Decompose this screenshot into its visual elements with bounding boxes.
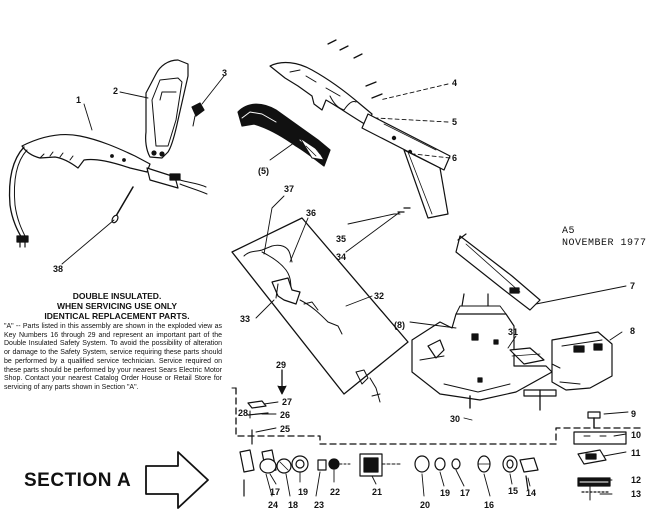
callout-37: 37 [284, 184, 295, 194]
insulation-heading: DOUBLE INSULATED. WHEN SERVICING USE ONL… [12, 291, 222, 321]
handle-assembly-drawing [8, 134, 208, 248]
upper-handle-drawing [269, 39, 541, 311]
switch-panel-drawing [231, 217, 409, 403]
section-label: SECTION A [24, 470, 132, 491]
heading-line-2: WHEN SERVICING USE ONLY [57, 301, 177, 311]
heading-line-3: IDENTICAL REPLACEMENT PARTS. [44, 311, 190, 321]
callout-14: 14 [526, 488, 537, 498]
callout-6: 6 [452, 153, 458, 163]
section-a-boundary [231, 387, 641, 445]
callout-10: 10 [631, 430, 642, 440]
callout-29: 29 [276, 360, 287, 370]
callout-3: 3 [222, 68, 228, 78]
motor-cover-drawing [551, 331, 613, 391]
revision-code: A5 [562, 226, 576, 237]
callout-23: 23 [314, 500, 325, 510]
section-arrow-icon [145, 451, 209, 509]
guard-plate-drawing [145, 59, 189, 159]
callout-15: 15 [508, 486, 519, 496]
leader-lines [61, 75, 629, 497]
callout-20: 20 [420, 500, 431, 510]
callout-36: 36 [306, 208, 317, 218]
grip-drawing [237, 103, 331, 167]
callout-22: 22 [330, 487, 341, 497]
callout-30: 30 [450, 414, 461, 424]
callout-26: 26 [280, 410, 291, 420]
callout-11: 11 [631, 448, 641, 458]
revision-date: NOVEMBER 1977 [562, 238, 647, 249]
callout-35: 35 [336, 234, 347, 244]
callout-33: 33 [240, 314, 251, 324]
callout-5-assembly: (5) [258, 166, 269, 176]
callout-34: 34 [336, 252, 347, 262]
callout-32: 32 [374, 291, 385, 301]
callout-27: 27 [282, 397, 293, 407]
callout-5: 5 [452, 117, 458, 127]
callout-17-left: 17 [270, 487, 281, 497]
clip-drawing [191, 102, 205, 127]
callout-24: 24 [268, 500, 279, 510]
callout-18: 18 [288, 500, 299, 510]
callout-25: 25 [280, 424, 291, 434]
callout-19-left: 19 [298, 487, 309, 497]
callout-13: 13 [631, 489, 642, 499]
callout-19-right: 19 [440, 488, 451, 498]
callout-9: 9 [631, 409, 637, 419]
service-notice: "A" -- Parts listed in this assembly are… [4, 323, 222, 391]
callout-12: 12 [631, 475, 642, 485]
blade-parts-drawing [573, 411, 627, 501]
callout-28: 28 [238, 408, 249, 418]
callout-17-right: 17 [460, 488, 471, 498]
callout-8: 8 [630, 326, 636, 336]
callout-31: 31 [508, 327, 519, 337]
callout-4: 4 [452, 78, 458, 88]
switch-part-drawing [509, 347, 545, 365]
section-a-parts-drawing [239, 400, 539, 497]
callout-8-assembly: (8) [394, 320, 405, 330]
heading-line-1: DOUBLE INSULATED. [72, 291, 162, 301]
callout-2: 2 [113, 86, 119, 96]
callout-16: 16 [484, 500, 495, 510]
callout-21: 21 [372, 487, 383, 497]
callout-38: 38 [53, 264, 64, 274]
callout-7: 7 [630, 281, 636, 291]
callout-1: 1 [76, 95, 82, 105]
